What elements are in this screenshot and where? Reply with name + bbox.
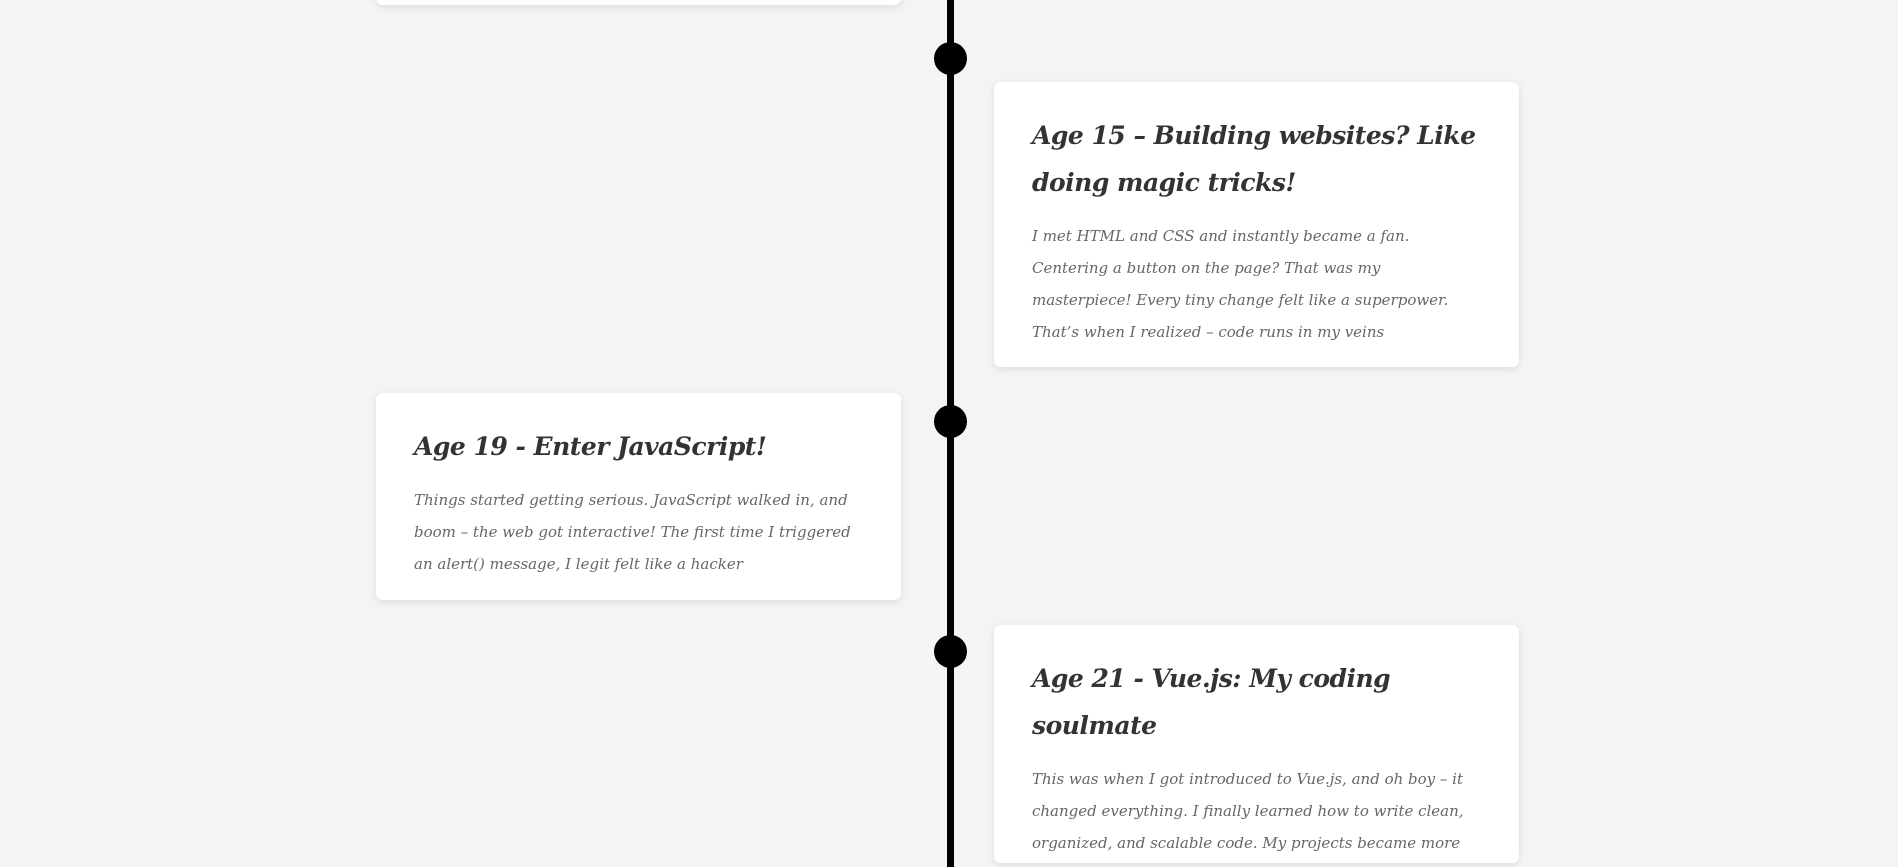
timeline-card-previous xyxy=(376,0,901,5)
timeline-card: Age 21 - Vue.js: My coding soulmate This… xyxy=(994,625,1519,867)
card-body: I met HTML and CSS and instantly became … xyxy=(1032,227,1449,341)
timeline-dot xyxy=(934,405,967,438)
card-body: Things started getting serious. JavaScri… xyxy=(414,491,851,573)
timeline-card: Age 15 – Building websites? Like doing m… xyxy=(994,82,1519,367)
timeline-card: Age 19 - Enter JavaScript! Things starte… xyxy=(376,393,901,600)
card-title: Age 15 – Building websites? Like doing m… xyxy=(1032,121,1476,197)
card-body: This was when I got introduced to Vue.js… xyxy=(1032,770,1464,867)
card-title: Age 21 - Vue.js: My coding soulmate xyxy=(1032,664,1391,740)
timeline-dot xyxy=(934,42,967,75)
card-title: Age 19 - Enter JavaScript! xyxy=(414,432,767,461)
timeline-dot xyxy=(934,635,967,668)
